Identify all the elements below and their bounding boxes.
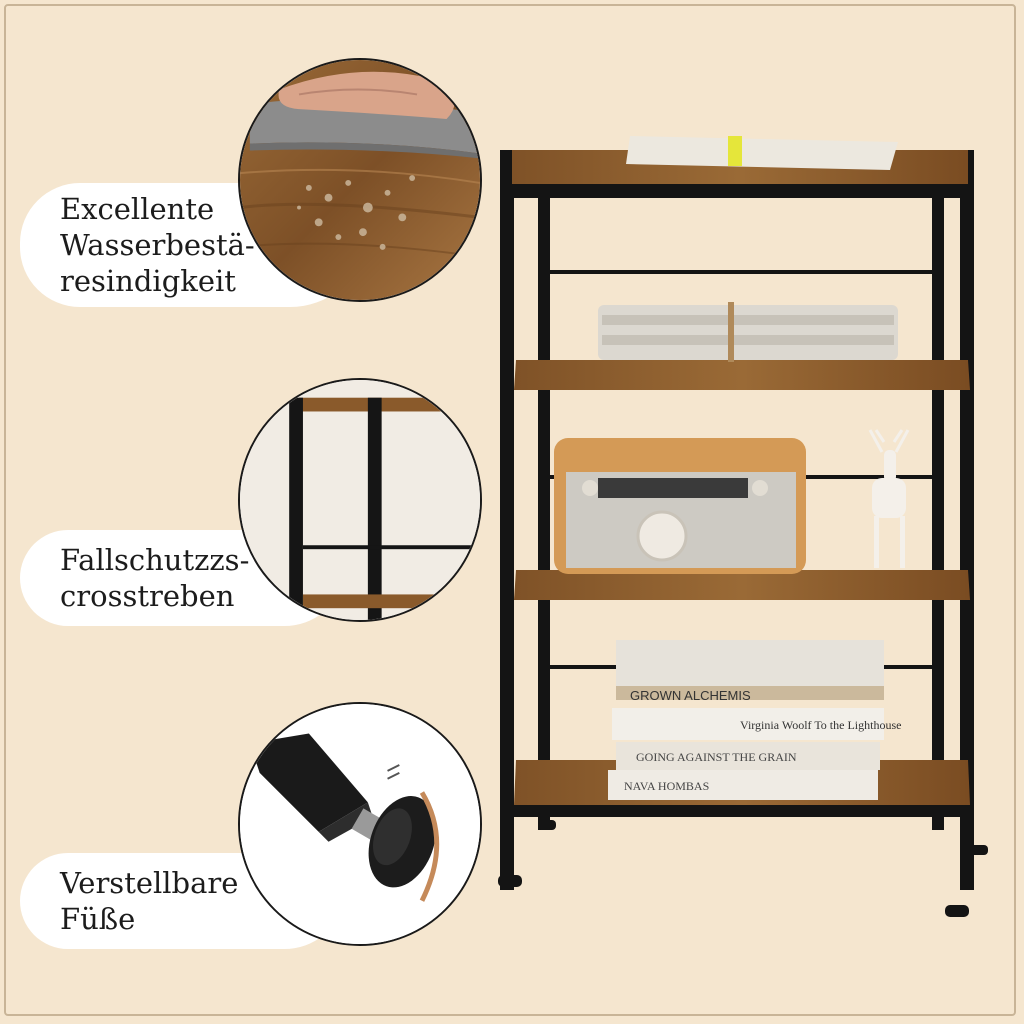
adjustable-foot-icon <box>238 702 482 946</box>
feature-line: Verstellbare <box>60 866 239 900</box>
feature-line: Wasserbestä- <box>60 228 255 262</box>
water-resistant-surface-icon <box>238 58 482 302</box>
book-spine-text: Virginia Woolf To the Lighthouse <box>740 718 901 732</box>
feature-line: Füße <box>60 902 136 936</box>
book-spine-text: NAVA HOMBAS <box>624 779 709 793</box>
book-spine-text: GROWN ALCHEMIS <box>630 688 751 703</box>
cross-strut-icon <box>238 378 482 622</box>
feature-line: Excellente <box>60 192 215 226</box>
feature-line: crosstreben <box>60 579 235 613</box>
shelf-illustration: GROWN ALCHEMIS Virginia Woolf To the Lig… <box>490 120 1000 930</box>
feature-line: resindigkeit <box>60 264 236 298</box>
book-spine-text: GOING AGAINST THE GRAIN <box>636 750 797 764</box>
feature-line: Fallschutzzs- <box>60 543 250 577</box>
